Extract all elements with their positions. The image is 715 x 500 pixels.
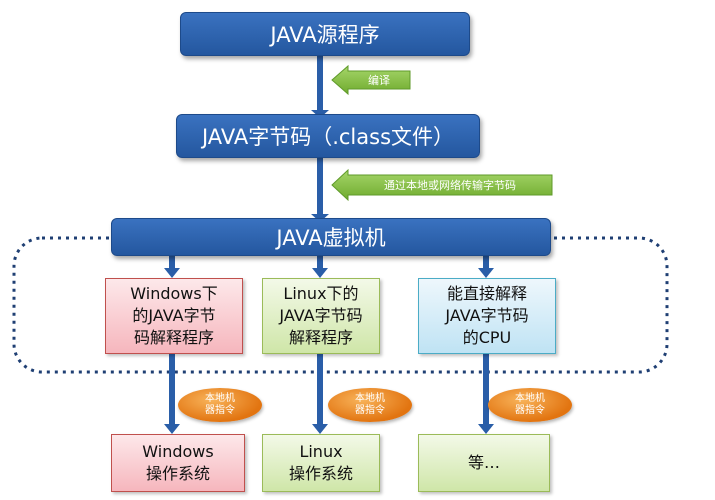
linux-interpreter-line: Linux下的 — [283, 284, 359, 303]
windows-os-line: Windows — [142, 442, 214, 461]
linux-interpreter-line: 解释程序 — [288, 328, 353, 347]
windows-interpreter-line: 的JAVA字节 — [132, 306, 216, 325]
arrowhead — [312, 424, 328, 434]
jvm-box: JAVA虚拟机 — [111, 218, 551, 256]
badge-line: 本地机 — [355, 393, 385, 404]
arrowhead — [478, 268, 494, 278]
compile-arrow-shape — [331, 64, 411, 96]
arrowhead — [312, 268, 328, 278]
java-bytecode-box: JAVA字节码（.class文件） — [176, 114, 480, 158]
windows-interpreter-line: 码解释程序 — [133, 328, 214, 347]
compile-label: 编译 — [368, 74, 390, 87]
cpu-interpreter-line: JAVA字节码 — [445, 306, 529, 325]
badge-line: 器指令 — [355, 405, 385, 416]
native-instruction-badge: 本地机器指令 — [328, 388, 412, 422]
cpu-interpreter-box: 能直接解释 JAVA字节码 的CPU — [418, 278, 556, 354]
windows-interpreter-line: Windows下 — [130, 284, 218, 303]
cpu-interpreter-line: 的CPU — [462, 328, 512, 347]
badge-line: 本地机 — [205, 393, 235, 404]
other-os-box: 等… — [418, 434, 550, 492]
cpu-interpreter-line: 能直接解释 — [446, 284, 527, 303]
arrowhead — [478, 424, 494, 434]
linux-os-line: 操作系统 — [288, 464, 353, 483]
arrowhead — [164, 268, 180, 278]
windows-interpreter-box: Windows下 的JAVA字节 码解释程序 — [105, 278, 243, 354]
windows-os-box: Windows 操作系统 — [111, 434, 245, 492]
badge-line: 本地机 — [515, 393, 545, 404]
transfer-arrow-shape — [331, 168, 553, 202]
linux-os-box: Linux 操作系统 — [262, 434, 380, 492]
linux-interpreter-line: JAVA字节码 — [279, 306, 363, 325]
transfer-label: 通过本地或网络传输字节码 — [384, 179, 516, 192]
other-os-line: 等… — [467, 453, 500, 472]
native-instruction-badge: 本地机器指令 — [178, 388, 262, 422]
windows-os-line: 操作系统 — [145, 464, 210, 483]
arrowhead — [164, 424, 180, 434]
linux-interpreter-box: Linux下的 JAVA字节码 解释程序 — [262, 278, 380, 354]
badge-line: 器指令 — [515, 405, 545, 416]
badge-line: 器指令 — [205, 405, 235, 416]
java-source-box: JAVA源程序 — [180, 12, 470, 56]
linux-os-line: Linux — [299, 442, 343, 461]
native-instruction-badge: 本地机器指令 — [488, 388, 572, 422]
